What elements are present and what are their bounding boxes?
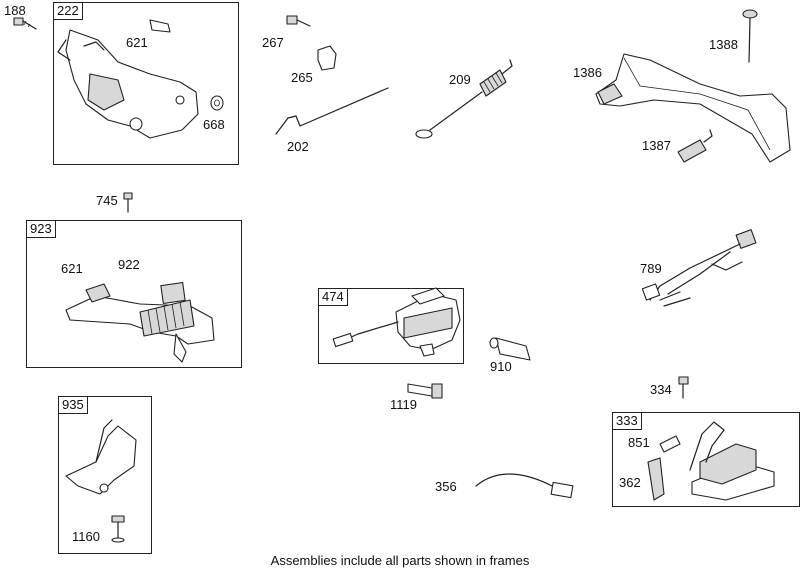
bolt-1388-drawing bbox=[742, 9, 758, 63]
frame-935: 935 bbox=[58, 396, 152, 554]
link-rod-202-drawing bbox=[275, 87, 389, 135]
spacer-910-drawing bbox=[489, 337, 531, 361]
frame-tag-474: 474 bbox=[319, 289, 348, 306]
callout-851: 851 bbox=[628, 435, 650, 450]
ignition-coil-474-drawing bbox=[332, 287, 461, 357]
frame-tag-333: 333 bbox=[613, 413, 642, 430]
frame-923: 923 bbox=[26, 220, 242, 368]
spring-1387-drawing bbox=[677, 129, 713, 163]
callout-789: 789 bbox=[640, 261, 662, 276]
callout-922: 922 bbox=[118, 257, 140, 272]
screw-267-drawing bbox=[286, 15, 311, 27]
frame-222: 222 bbox=[53, 2, 239, 165]
control-assembly-923-drawing bbox=[65, 282, 215, 363]
callout-188: 188 bbox=[4, 3, 26, 18]
bolt-1119-drawing bbox=[407, 383, 443, 399]
callout-209: 209 bbox=[449, 72, 471, 87]
callout-202: 202 bbox=[287, 139, 309, 154]
frame-tag-935: 935 bbox=[59, 397, 88, 414]
diagram-caption: Assemblies include all parts shown in fr… bbox=[270, 553, 530, 568]
ignition-module-333-drawing bbox=[647, 421, 775, 501]
frame-tag-222: 222 bbox=[54, 3, 83, 20]
callout-1119: 1119 bbox=[390, 397, 417, 412]
screw-188-drawing bbox=[13, 17, 37, 30]
callout-362: 362 bbox=[619, 475, 641, 490]
frame-tag-923: 923 bbox=[27, 221, 56, 238]
callout-265: 265 bbox=[291, 70, 313, 85]
air-guide-1386-drawing bbox=[595, 53, 791, 163]
callout-1386: 1386 bbox=[573, 65, 602, 80]
ground-wire-356-drawing bbox=[475, 473, 574, 499]
callout-1388: 1388 bbox=[709, 37, 738, 52]
callout-910: 910 bbox=[490, 359, 512, 374]
screw-1160-drawing bbox=[111, 515, 125, 543]
callout-621-upper: 621 bbox=[126, 35, 148, 50]
spring-209-drawing bbox=[415, 59, 513, 139]
callout-745: 745 bbox=[96, 193, 118, 208]
callout-356: 356 bbox=[435, 479, 457, 494]
callout-267: 267 bbox=[262, 35, 284, 50]
callout-621-lower: 621 bbox=[61, 261, 83, 276]
callout-1387: 1387 bbox=[642, 138, 671, 153]
callout-668: 668 bbox=[203, 117, 225, 132]
callout-1160: 1160 bbox=[72, 529, 100, 544]
bracket-935-drawing bbox=[65, 419, 137, 495]
callout-334: 334 bbox=[650, 382, 672, 397]
screw-334-drawing bbox=[678, 376, 689, 399]
frame-474: 474 bbox=[318, 288, 464, 364]
clip-265-drawing bbox=[317, 45, 337, 71]
wire-harness-789-drawing bbox=[641, 229, 757, 307]
screw-745-drawing bbox=[123, 192, 133, 213]
control-bracket-222-drawing bbox=[57, 19, 224, 139]
